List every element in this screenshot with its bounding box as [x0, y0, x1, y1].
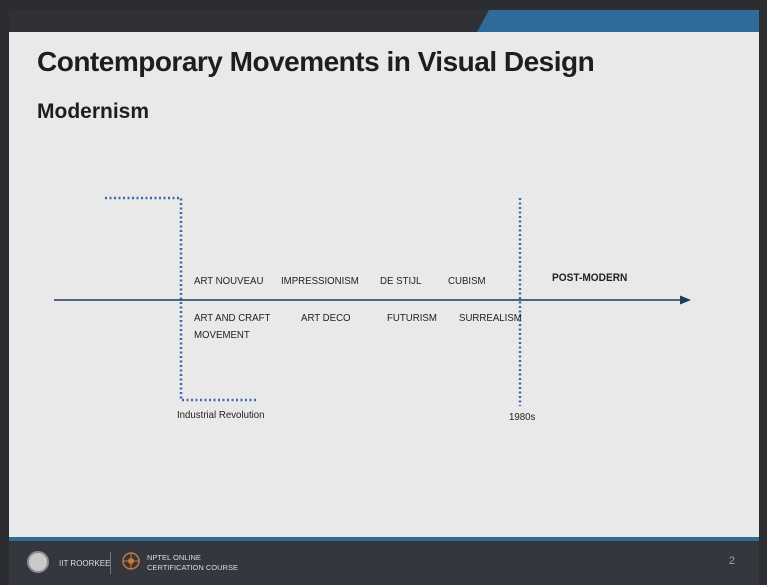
slide: Contemporary Movements in Visual Design …	[9, 10, 759, 570]
nptel-logo-icon	[122, 552, 140, 570]
footer-bar: IIT ROORKEE NPTEL ONLINE CERTIFICATION C…	[9, 537, 759, 585]
modernism-start-bracket	[105, 196, 257, 402]
timeline-diagram	[54, 196, 691, 406]
movement-label-impressionism: IMPRESSIONISM	[281, 275, 359, 287]
slide-subtitle: Modernism	[37, 100, 150, 123]
timeline-arrowhead	[680, 295, 691, 305]
post-modern-label: POST-MODERN	[552, 272, 628, 284]
program-name: NPTEL ONLINE CERTIFICATION COURSE	[147, 553, 238, 573]
program-name-line1: NPTEL ONLINE	[147, 553, 201, 562]
movement-label-de-stijl: DE STIJL	[380, 275, 422, 287]
iit-roorkee-logo-icon	[27, 551, 49, 573]
1980s-label: 1980s	[509, 411, 536, 423]
movement-label-cubism: CUBISM	[448, 275, 486, 287]
movement-label-art-and-craft-line1: ART AND CRAFT	[194, 312, 271, 324]
footer-divider	[110, 552, 111, 574]
movement-label-art-nouveau: ART NOUVEAU	[194, 275, 264, 287]
page-number: 2	[728, 555, 735, 567]
movement-label-futurism: FUTURISM	[387, 312, 437, 324]
program-name-line2: CERTIFICATION COURSE	[147, 563, 238, 572]
movement-label-surrealism: SURREALISM	[459, 312, 522, 324]
movement-label-art-deco: ART DECO	[301, 312, 351, 324]
slide-title: Contemporary Movements in Visual Design	[37, 46, 595, 77]
movement-label-art-and-craft-line2: MOVEMENT	[194, 329, 250, 341]
industrial-revolution-label: Industrial Revolution	[177, 409, 265, 421]
top-accent-bar	[9, 10, 759, 32]
institute-name: IIT ROORKEE	[59, 559, 111, 568]
